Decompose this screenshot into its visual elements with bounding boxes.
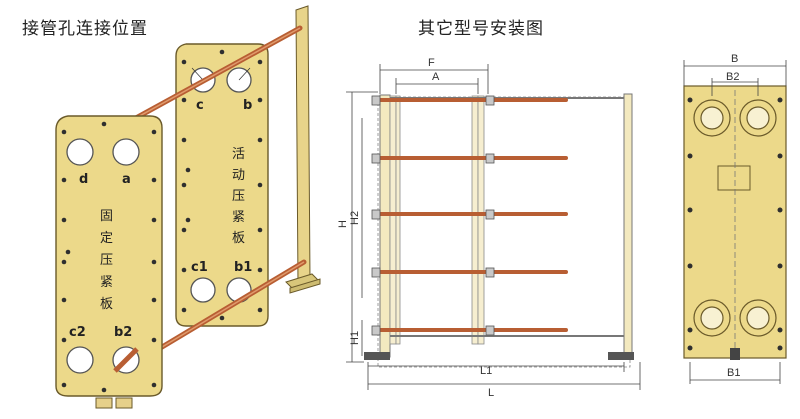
dim-label-L: L bbox=[488, 387, 494, 399]
fixed-pressure-plate: 固 定 压 紧 板 d a c2 b2 bbox=[55, 115, 163, 397]
dim-label-H2: H2 bbox=[349, 211, 361, 225]
port-label-b: b bbox=[243, 98, 252, 113]
fixed-plate-char-3: 压 bbox=[100, 253, 113, 268]
port-label-a: a bbox=[122, 172, 131, 187]
port-label-b1: b1 bbox=[234, 260, 252, 275]
dim-label-A: A bbox=[432, 71, 440, 83]
front-view: B B2 B1 bbox=[683, 53, 787, 384]
movable-plate-char-4: 紧 bbox=[232, 210, 245, 225]
fixed-plate-char-4: 紧 bbox=[100, 275, 113, 290]
installation-drawing-title: 其它型号安装图 bbox=[418, 19, 544, 39]
back-support-post bbox=[285, 5, 321, 294]
dim-label-B1: B1 bbox=[727, 367, 740, 379]
movable-plate-char-5: 板 bbox=[232, 231, 245, 246]
fixed-plate-char-1: 固 bbox=[100, 209, 113, 224]
fixed-plate-feet bbox=[95, 397, 133, 409]
dim-label-B: B bbox=[731, 53, 738, 65]
fixed-plate-char-5: 板 bbox=[100, 297, 113, 312]
port-label-c1: c1 bbox=[191, 260, 208, 275]
dim-label-B2: B2 bbox=[726, 71, 739, 83]
port-label-d: d bbox=[79, 172, 88, 187]
fixed-plate-char-2: 定 bbox=[100, 231, 113, 246]
dim-label-H: H bbox=[337, 220, 349, 228]
port-label-b2: b2 bbox=[114, 325, 132, 340]
isometric-view: 活 动 压 紧 板 c b c1 b1 bbox=[55, 5, 321, 409]
port-label-c: c bbox=[196, 98, 204, 113]
side-view: F A H H2 H1 L1 L bbox=[337, 57, 641, 399]
movable-plate-char-2: 动 bbox=[232, 168, 245, 183]
port-connection-title: 接管孔连接位置 bbox=[22, 19, 148, 39]
dim-label-H1: H1 bbox=[349, 331, 361, 345]
movable-plate-char-1: 活 bbox=[232, 147, 245, 162]
dim-label-L1: L1 bbox=[480, 365, 492, 377]
movable-plate-char-3: 压 bbox=[232, 189, 245, 204]
dim-label-F: F bbox=[428, 57, 435, 69]
port-label-c2: c2 bbox=[69, 325, 86, 340]
